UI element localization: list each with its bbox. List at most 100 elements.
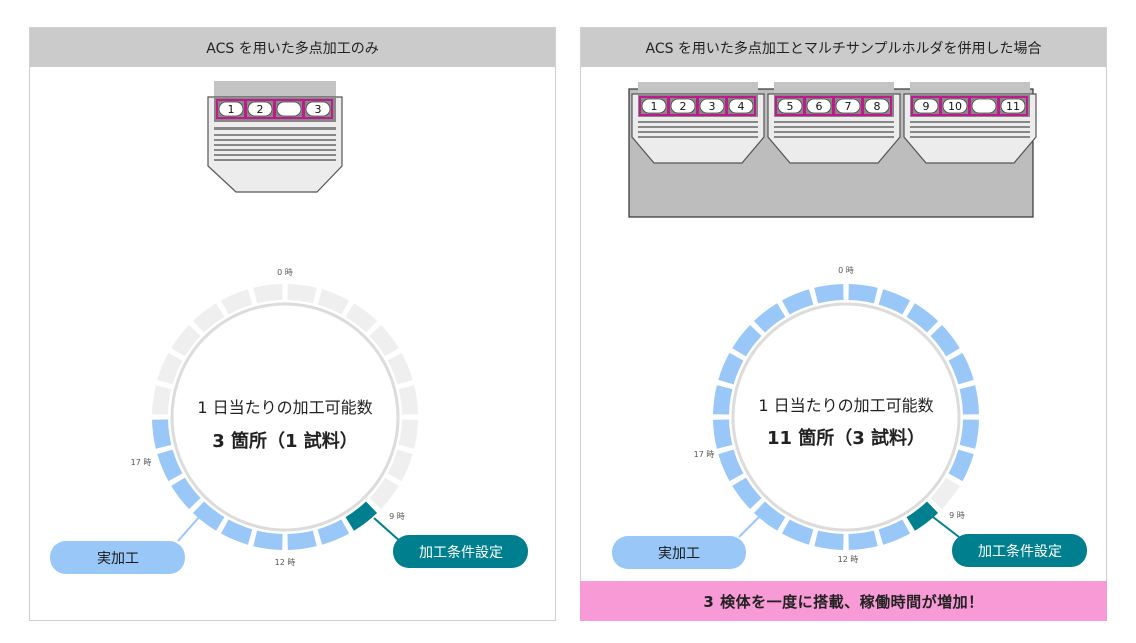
right-holder-2-slot-1: 5 [775, 96, 805, 116]
right-hour-segment-15 [732, 477, 762, 510]
left-hour-segment-6 [398, 419, 418, 449]
sample-holder-3: 9 10 11 [903, 82, 1037, 164]
right-setup-label: 加工条件設定 [978, 543, 1062, 560]
left-hour-segment-9 [345, 501, 378, 531]
right-holder-3-slot-4: 11 [998, 96, 1028, 116]
left-hour-label-9: 9 時 [389, 512, 405, 521]
right-hour-segment-11 [848, 530, 878, 550]
left-hour-segment-2 [345, 303, 378, 333]
right-hour-segment-21 [753, 303, 786, 333]
left-clock-ring [152, 284, 418, 550]
left-processing-label: 実加工 [97, 551, 139, 567]
right-holder-1-slot-label: 3 [709, 100, 716, 113]
left-hour-segment-11 [287, 530, 317, 550]
left-holder-slot-label: 2 [257, 103, 264, 116]
left-hour-segment-4 [387, 352, 413, 385]
right-holder-1-slot-label: 2 [680, 100, 687, 113]
right-hour-segment-4 [948, 352, 974, 385]
left-hour-segment-7 [387, 449, 413, 482]
right-holder-2-slot-3: 7 [833, 96, 863, 116]
right-hour-segment-0 [848, 284, 878, 304]
right-clock-center [731, 302, 961, 532]
right-hour-segment-18 [713, 385, 733, 415]
left-center-line2: 3 箇所（1 試料） [212, 430, 358, 452]
left-hour-segment-14 [192, 501, 225, 531]
left-center-line1: 1 日当たりの加工可能数 [197, 398, 372, 417]
right-hour-label-12: 12 時 [838, 555, 859, 564]
left-hour-label-17: 17 時 [131, 458, 152, 467]
right-processing-callout: 実加工 [612, 536, 746, 569]
left-setup-callout: 加工条件設定 [393, 535, 528, 568]
right-hour-segment-2 [906, 303, 939, 333]
right-hour-segment-1 [878, 289, 911, 315]
right-hour-segment-23 [814, 284, 844, 304]
right-hour-segment-16 [718, 449, 744, 482]
right-holder-3-slot-label: 10 [948, 100, 962, 113]
left-hour-segment-12 [253, 530, 283, 550]
summary-banner: 3 検体を一度に搭載、稼働時間が増加！ [580, 581, 1107, 621]
left-holder-slot-4: 3 [303, 99, 333, 119]
right-hour-segment-9 [906, 501, 939, 531]
left-hour-segment-8 [369, 477, 399, 510]
left-hour-segment-19 [157, 352, 183, 385]
right-hour-segment-5 [959, 385, 979, 415]
right-center-line2: 11 箇所（3 試料） [767, 427, 925, 449]
right-hour-label-0: 0 時 [838, 266, 854, 275]
right-holder-3-slot-label: 9 [923, 100, 930, 113]
left-hour-segment-21 [192, 303, 225, 333]
right-holder-2-slot-label: 7 [845, 100, 852, 113]
right-hour-segment-13 [781, 519, 814, 545]
right-holder-1-slot-4: 4 [726, 96, 756, 116]
right-hour-segment-22 [781, 289, 814, 315]
right-hour-segment-7 [948, 449, 974, 482]
left-hour-segment-17 [152, 419, 172, 449]
right-clock-ring [713, 284, 979, 550]
right-hour-segment-12 [814, 530, 844, 550]
left-holder-slot-2: 2 [245, 99, 275, 119]
right-holder-1-slot-label: 1 [651, 100, 658, 113]
right-holder-2-slot-2: 6 [804, 96, 834, 116]
left-panel-title: ACS を用いた多点加工のみ [30, 28, 555, 67]
left-hour-segment-15 [171, 477, 201, 510]
left-holder-slot-label: 3 [315, 103, 322, 116]
right-hour-segment-19 [718, 352, 744, 385]
single-sample-holder: 1 2 3 [207, 81, 343, 193]
right-hour-segment-8 [930, 477, 960, 510]
left-hour-label-12: 12 時 [275, 558, 296, 567]
left-hour-segment-22 [220, 289, 253, 315]
left-hour-segment-5 [398, 385, 418, 415]
left-hour-segment-16 [157, 449, 183, 482]
right-holder-2-slot-label: 5 [787, 100, 794, 113]
right-holder-2-slot-label: 8 [874, 100, 881, 113]
left-panel: ACS を用いた多点加工のみ 1 2 3 1 日当たりの加工可能数 3 箇所（1 試… [29, 27, 556, 621]
right-panel-title: ACS を用いた多点加工とマルチサンプルホルダを併用した場合 [581, 28, 1106, 67]
right-hour-segment-17 [713, 419, 733, 449]
left-hour-segment-1 [317, 289, 350, 315]
right-processing-label: 実加工 [658, 546, 700, 562]
left-hour-label-0: 0 時 [277, 268, 293, 277]
right-holder-3-slot-label: 11 [1006, 100, 1020, 113]
right-holder-3-slot-2: 10 [940, 96, 970, 116]
left-holder-slot-label: 1 [228, 103, 235, 116]
right-center-line1: 1 日当たりの加工可能数 [758, 396, 933, 415]
left-panel-figure: 1 2 3 1 日当たりの加工可能数 3 箇所（1 試料） 0 時 9 時 12 時… [50, 81, 528, 574]
sample-holder-1: 1 2 3 4 [631, 82, 765, 164]
right-holder-1-slot-label: 4 [738, 100, 745, 113]
left-hour-segment-13 [220, 519, 253, 545]
right-hour-segment-10 [878, 519, 911, 545]
left-clock-center [170, 302, 400, 532]
right-setup-callout: 加工条件設定 [952, 534, 1087, 567]
left-hour-segment-20 [171, 324, 201, 357]
left-setup-label: 加工条件設定 [419, 544, 503, 561]
right-hour-segment-3 [930, 324, 960, 357]
right-hour-label-17: 17 時 [694, 450, 715, 459]
right-hour-segment-20 [732, 324, 762, 357]
left-hour-segment-10 [317, 519, 350, 545]
left-processing-callout: 実加工 [50, 541, 185, 574]
right-hour-segment-14 [753, 501, 786, 531]
left-hour-segment-23 [253, 284, 283, 304]
